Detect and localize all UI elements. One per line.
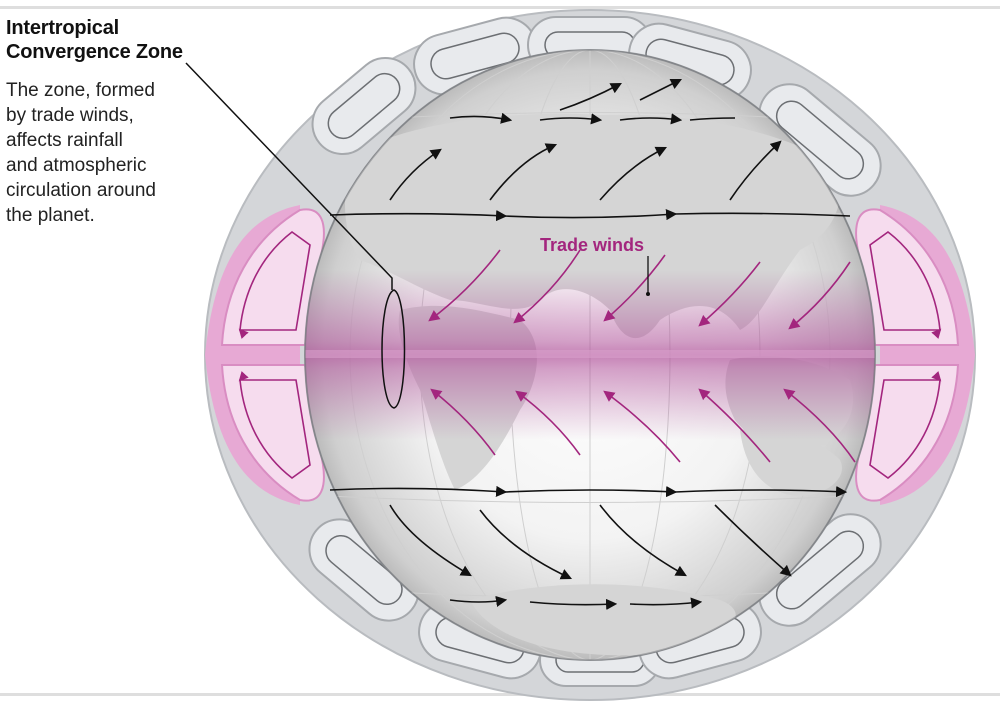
westerly-arrow-icon xyxy=(714,504,792,577)
northern-westerlies xyxy=(329,78,851,222)
westerly-arrow-icon xyxy=(449,112,513,124)
trade-wind-arrow-icon xyxy=(603,390,681,463)
westerly-arrow-icon xyxy=(689,117,736,121)
circulation-cell-loop-icon xyxy=(240,380,311,479)
westerly-arrow-icon xyxy=(539,113,603,125)
westerly-arrow-icon xyxy=(329,485,508,497)
winds xyxy=(329,78,856,610)
title-line-2: Convergence Zone xyxy=(6,41,183,63)
trade-wind-arrow-icon xyxy=(603,254,666,322)
hadley-cells xyxy=(220,208,960,502)
description-line-3: affects rainfall xyxy=(6,130,123,151)
southern-trade-winds xyxy=(430,388,856,463)
trade-winds-label: Trade winds xyxy=(540,235,644,255)
description-line-6: the planet. xyxy=(6,205,95,226)
westerly-arrow-icon xyxy=(599,146,668,201)
globe-rim xyxy=(304,49,876,661)
trade-wind-arrow-icon xyxy=(515,390,581,456)
itcz-bracket xyxy=(381,289,406,409)
description-line-5: circulation around xyxy=(6,180,156,201)
itcz-title: Intertropical Convergence Zone xyxy=(6,16,183,64)
globe-surface xyxy=(305,50,875,660)
westerly-arrow-icon xyxy=(449,595,508,607)
westerly-arrow-icon xyxy=(504,209,678,221)
itcz-core xyxy=(305,350,875,358)
itcz-callout xyxy=(185,62,406,409)
trade-wind-arrow-icon xyxy=(788,261,851,330)
westerly-arrow-icon xyxy=(639,78,683,101)
description-line-2: by trade winds, xyxy=(6,105,134,126)
australia xyxy=(740,429,842,496)
itcz-description: The zone, formed by trade winds, affects… xyxy=(6,78,156,228)
southern-westerlies xyxy=(329,485,848,610)
globe xyxy=(304,49,876,661)
westerly-arrow-icon xyxy=(479,509,573,580)
circulation-cell-loop-icon xyxy=(240,231,311,330)
description-line-4: and atmospheric xyxy=(6,155,147,176)
westerly-arrow-icon xyxy=(389,148,442,201)
westerly-arrow-icon xyxy=(629,597,703,609)
title-line-1: Intertropical xyxy=(6,17,119,39)
westerly-arrow-icon xyxy=(389,504,472,577)
circulation-cell-loop-icon xyxy=(308,518,420,622)
circulation-cell-loop-icon xyxy=(311,57,417,155)
trade-wind-arrow-icon xyxy=(698,261,761,327)
trade-wind-arrow-icon xyxy=(698,388,771,463)
westerly-arrow-icon xyxy=(729,140,782,201)
itcz-leader-line xyxy=(185,62,393,290)
westerly-arrow-icon xyxy=(619,113,683,125)
bottom-rule xyxy=(0,693,1000,696)
top-rule xyxy=(0,6,1000,9)
westerly-arrow-icon xyxy=(504,485,678,498)
circulation-cell-loop-icon xyxy=(869,231,940,330)
westerly-arrow-icon xyxy=(674,485,848,498)
trade-wind-arrow-icon xyxy=(783,388,856,463)
westerly-arrow-icon xyxy=(559,82,622,111)
trade-wind-arrow-icon xyxy=(513,249,581,324)
westerly-arrow-icon xyxy=(674,212,851,217)
trade-wind-arrow-icon xyxy=(428,249,501,322)
westerly-arrow-icon xyxy=(599,504,687,577)
westerly-arrow-icon xyxy=(529,598,618,610)
description-line-1: The zone, formed xyxy=(6,80,155,101)
westerly-arrow-icon xyxy=(329,209,508,222)
trade-wind-arrow-icon xyxy=(430,388,496,456)
trade-winds-leader-dot xyxy=(646,292,650,296)
northern-trade-winds xyxy=(428,249,851,330)
circulation-cell-loop-icon xyxy=(869,380,940,479)
westerly-arrow-icon xyxy=(489,143,558,201)
